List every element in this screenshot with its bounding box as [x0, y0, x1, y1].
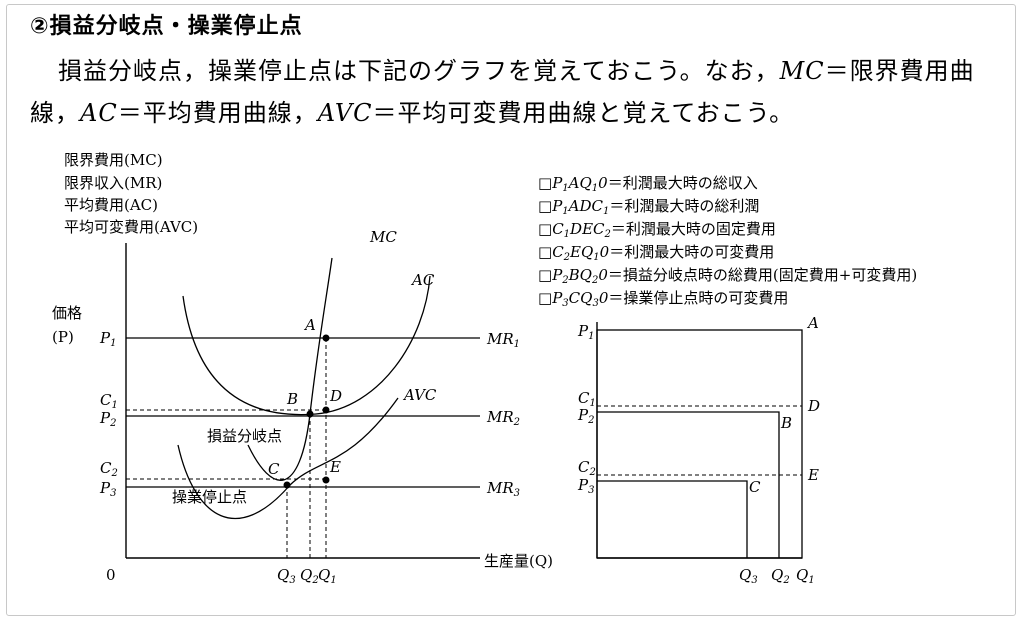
rect-shutdown	[597, 480, 748, 558]
legend: □P1AQ10＝利潤最大時の総収入 □P1ADC1＝利潤最大時の総利潤 □C1D…	[538, 174, 917, 309]
point-c	[283, 481, 291, 489]
x-axis-label: 生産量(Q)	[484, 552, 553, 570]
intro-text-1: 損益分岐点，操業停止点は下記のグラフを覚えておこう。なお，	[58, 57, 780, 85]
right-q3-label: Q3	[739, 566, 758, 586]
legend-item-fixed-cost: □C1DEC2＝利潤最大時の固定費用	[538, 220, 776, 240]
right-e-label: E	[807, 466, 819, 484]
legend-item-shutdown-variable-cost: □P3CQ30＝操業停止点時の可変費用	[538, 289, 788, 309]
point-b	[306, 410, 314, 418]
y-label-ac: 平均費用(AC)	[64, 196, 158, 214]
q1-label: Q1	[318, 566, 337, 586]
section-title: ②損益分岐点・操業停止点	[30, 14, 303, 39]
q2-label: Q2	[300, 566, 319, 586]
origin-label: 0	[106, 566, 116, 584]
rect-total-revenue	[596, 329, 803, 559]
y-label-mc: 限界費用(MC)	[64, 151, 163, 169]
point-e-label: E	[329, 458, 341, 476]
point-a	[322, 334, 330, 342]
mr3-label: MR3	[486, 479, 520, 499]
price-label: 価格	[52, 304, 82, 322]
point-a-label: A	[303, 316, 316, 334]
rect-breakeven	[597, 411, 780, 558]
right-p1-label: P1	[577, 322, 594, 342]
y-label-avc: 平均可変費用(AVC)	[64, 218, 198, 236]
point-c-label: C	[268, 460, 280, 478]
y-label-mr: 限界収入(MR)	[64, 174, 162, 192]
right-d-label: D	[807, 397, 820, 415]
legend-item-total-revenue: □P1AQ10＝利潤最大時の総収入	[538, 174, 758, 194]
mc-label: MC	[369, 228, 397, 246]
p2-label: P2	[99, 409, 116, 429]
price-symbol: (P)	[52, 328, 74, 346]
right-a-label: A	[806, 314, 819, 332]
avc-label: AVC	[402, 386, 437, 404]
p1-label: P1	[99, 329, 116, 349]
shutdown-label: 操業停止点	[172, 488, 247, 506]
right-c2-label: C2	[578, 458, 596, 478]
content-frame	[6, 4, 1016, 616]
right-c-label: C	[749, 478, 761, 496]
right-q2-label: Q2	[771, 566, 790, 586]
right-c1-label: C1	[578, 389, 596, 409]
legend-item-total-profit: □P1ADC1＝利潤最大時の総利潤	[538, 197, 759, 217]
mc-curve	[247, 257, 333, 481]
intro-mc: MC	[779, 57, 825, 85]
mr1-label: MR1	[486, 330, 520, 350]
intro-avc: AVC	[317, 99, 373, 127]
right-p2-label: P2	[577, 406, 594, 426]
intro-ac: AC	[80, 99, 118, 127]
intro-text-3: ＝平均費用曲線，	[117, 99, 318, 127]
right-b-label: B	[780, 414, 792, 432]
legend-item-breakeven-total-cost: □P2BQ20＝損益分岐点時の総費用(固定費用+可変費用)	[538, 266, 917, 286]
intro-text-4: ＝平均可変費用曲線と覚えておこう。	[372, 99, 795, 127]
p3-label: P3	[99, 479, 116, 499]
ac-label: AC	[410, 271, 435, 289]
intro-paragraph: 損益分岐点，操業停止点は下記のグラフを覚えておこう。なお，MC＝限界費用曲線，A…	[30, 50, 1005, 134]
intro-text-2: ＝限界費用曲線，	[30, 57, 975, 127]
point-d	[322, 406, 330, 414]
point-d-label: D	[329, 387, 342, 405]
point-e	[322, 476, 330, 484]
breakeven-label: 損益分岐点	[207, 427, 282, 445]
q3-label: Q3	[277, 566, 296, 586]
right-q1-label: Q1	[796, 566, 815, 586]
legend-item-variable-cost: □C2EQ10＝利潤最大時の可変費用	[538, 243, 774, 263]
ac-curve	[182, 275, 431, 416]
c1-label: C1	[100, 391, 118, 411]
point-b-label: B	[286, 390, 298, 408]
mr2-label: MR2	[486, 408, 520, 428]
right-p3-label: P3	[577, 476, 594, 496]
c2-label: C2	[100, 459, 118, 479]
